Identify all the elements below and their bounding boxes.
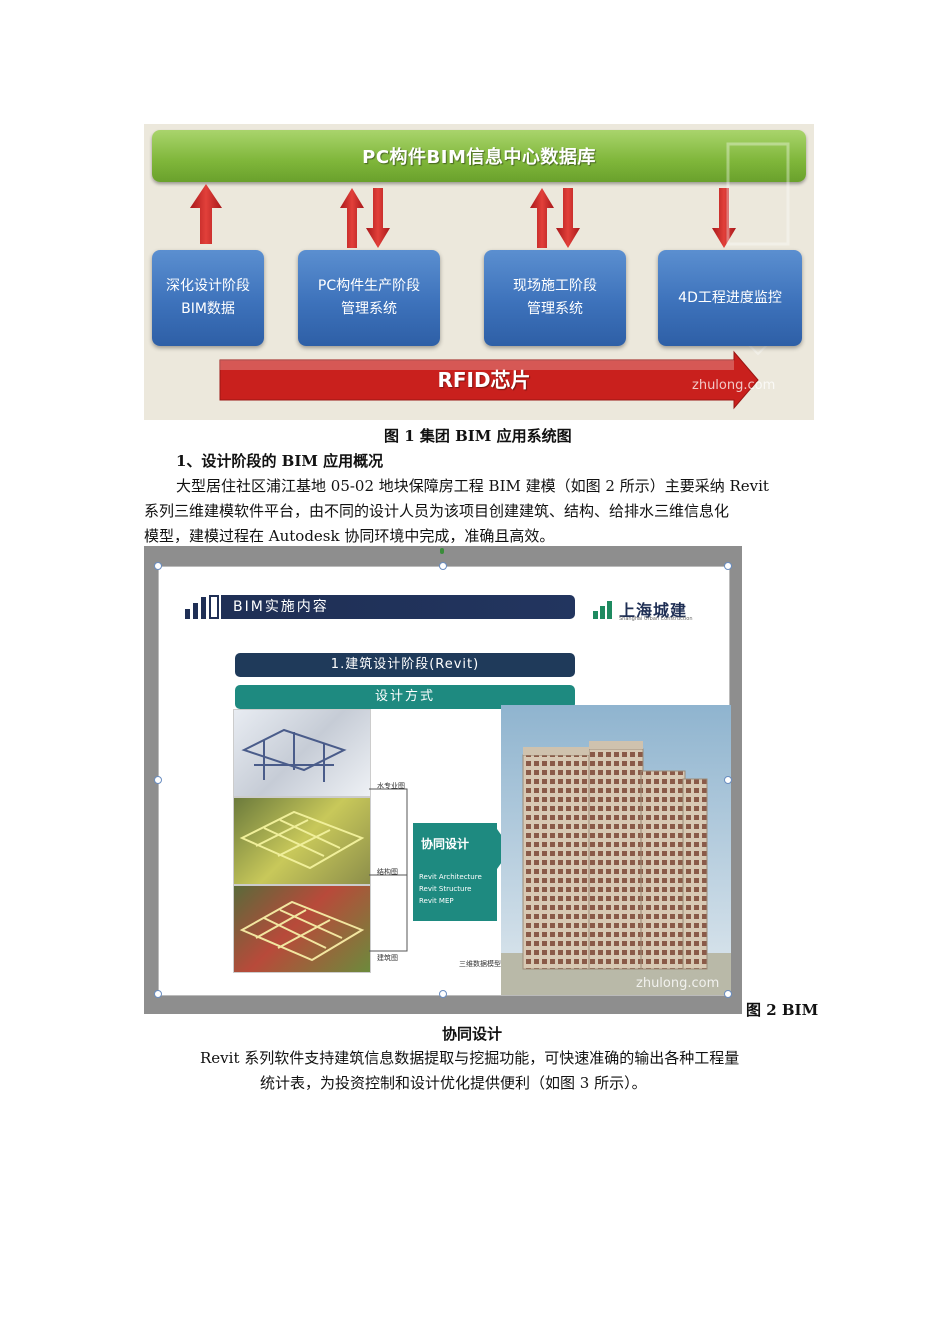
figure-1-caption: 图 1 集团 BIM 应用系统图 [384, 427, 572, 445]
model-label: 水专业图 [377, 782, 405, 790]
brand-logo-icon [593, 601, 613, 619]
paragraph-line: 大型居住社区浦江基地 05-02 地块保障房工程 BIM 建模（如图 2 所示）… [176, 477, 769, 495]
selection-handle[interactable] [724, 562, 732, 570]
selection-handle[interactable] [154, 562, 162, 570]
slide: BIM实施内容 上海城建 Shanghai Urban Construction… [158, 566, 731, 996]
watermark-text: zhulong.com [692, 378, 776, 393]
box-line: PC构件生产阶段 [317, 278, 421, 294]
paragraph-line: 统计表，为投资控制和设计优化提供便利（如图 3 所示）。 [260, 1074, 647, 1092]
building-render-image [501, 705, 731, 995]
selection-handle[interactable] [724, 990, 732, 998]
brand-subtitle: Shanghai Urban Construction [619, 616, 693, 622]
section-heading: 1、设计阶段的 BIM 应用概况 [176, 452, 384, 470]
plumbing-model-image [233, 709, 371, 797]
flow-arrows [190, 142, 790, 410]
figure-2-caption-part: 图 2 BIM [746, 1001, 819, 1019]
collab-tool: Revit Architecture [419, 873, 482, 881]
paragraph-line: 模型，建模过程在 Autodesk 协同环境中完成，准确且高效。 [144, 527, 555, 545]
collab-tool: Revit Structure [419, 885, 472, 893]
up-arrow [190, 184, 222, 244]
production-stage-box: PC构件生产阶段 管理系统 [298, 250, 440, 346]
down-arrow [556, 188, 580, 248]
construction-stage-box: 现场施工阶段 管理系统 [484, 250, 626, 346]
figure-2-collaborative-design: BIM实施内容 上海城建 Shanghai Urban Construction… [144, 546, 742, 1014]
design-stage-box: 深化设计阶段 BIM数据 [152, 250, 264, 346]
rotate-handle[interactable] [440, 548, 444, 554]
down-arrow [712, 188, 736, 248]
collab-tool: Revit MEP [419, 897, 454, 905]
architecture-model-image [233, 885, 371, 973]
down-arrow [366, 188, 390, 248]
selection-handle[interactable] [439, 990, 447, 998]
figure-1-system-diagram: PC构件BIM信息中心数据库 深化设计阶段 BIM数据 PC构件生产阶段 [144, 124, 814, 420]
4d-monitor-box: 4D工程进度监控 [658, 250, 802, 346]
figure-2-caption-part: 协同设计 [442, 1025, 503, 1043]
box-line: 管理系统 [341, 301, 397, 317]
stage-bar: 1.建筑设计阶段(Revit) [235, 653, 575, 677]
selection-handle[interactable] [154, 776, 162, 784]
model-label: 建筑图 [377, 954, 398, 962]
up-arrow [530, 188, 554, 248]
watermark-text: zhulong.com [636, 976, 720, 991]
box-line: BIM数据 [181, 301, 235, 317]
data-model-label: 三维数据模型 [459, 960, 501, 968]
paragraph-line: 系列三维建模软件平台，由不同的设计人员为该项目创建建筑、结构、给排水三维信息化 [144, 502, 730, 520]
rfid-arrow [219, 350, 759, 410]
selection-handle[interactable] [439, 562, 447, 570]
selection-handle[interactable] [724, 776, 732, 784]
collab-box [413, 823, 497, 921]
structure-model-image [233, 797, 371, 885]
rfid-label: RFID芯片 [437, 368, 531, 392]
paragraph-line: Revit 系列软件支持建筑信息数据提取与挖掘功能，可快速准确的输出各种工程量 [200, 1049, 740, 1067]
selection-handle[interactable] [154, 990, 162, 998]
box-line: 4D工程进度监控 [678, 289, 782, 306]
database-bar: PC构件BIM信息中心数据库 [152, 130, 806, 182]
brand-name: 上海城建 [619, 601, 688, 620]
slide-title: BIM实施内容 [221, 595, 575, 619]
model-label: 结构图 [377, 868, 398, 876]
box-line: 深化设计阶段 [166, 278, 250, 294]
up-arrow [340, 188, 364, 248]
box-line: 现场施工阶段 [513, 278, 597, 294]
collab-title: 协同设计 [421, 837, 470, 851]
box-line: 管理系统 [527, 301, 583, 317]
